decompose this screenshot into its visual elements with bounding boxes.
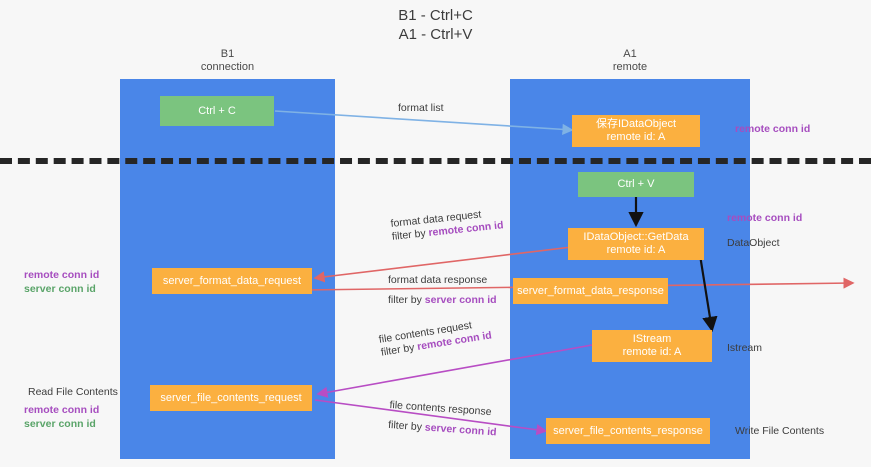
filter-prefix: filter by xyxy=(388,294,425,306)
annotation-left-remote-conn-id-bottom: remote conn id xyxy=(24,404,100,416)
box-ctrl-c[interactable]: Ctrl + C xyxy=(160,96,274,126)
box-ctrl-c-label: Ctrl + C xyxy=(198,104,236,117)
annotation-right-dataobject: DataObject xyxy=(727,237,780,249)
filter-prefix: filter by xyxy=(387,418,426,434)
filter-prefix: filter by xyxy=(391,227,430,243)
column-left-name: B1 xyxy=(220,48,235,60)
box-istream[interactable]: IStream remote id: A xyxy=(592,330,712,362)
annotation-left-conn-ids-bottom: remote conn id server conn id xyxy=(24,403,99,431)
annotation-left-conn-ids-mid: remote conn id server conn id xyxy=(24,268,99,296)
box-server-file-contents-response-label: server_file_contents_response xyxy=(553,424,703,437)
box-getdata-line-2: remote id: A xyxy=(606,244,666,256)
edge-label-file-contents-response-filter: filter by server conn id xyxy=(388,419,497,440)
annotation-left-server-conn-id-bottom: server conn id xyxy=(24,418,96,430)
filter-key-server-conn-id: server conn id xyxy=(424,294,497,306)
annotation-left-remote-conn-id-mid: remote conn id xyxy=(24,269,100,281)
box-save-idataobject-line-1: 保存IDataObject xyxy=(595,118,677,130)
section-divider xyxy=(0,158,871,164)
box-istream-line-2: remote id: A xyxy=(622,346,682,358)
box-server-format-data-response[interactable]: server_format_data_response xyxy=(513,278,668,304)
box-save-idataobject[interactable]: 保存IDataObject remote id: A xyxy=(572,115,700,147)
box-server-file-contents-response[interactable]: server_file_contents_response xyxy=(546,418,710,444)
edge-label-file-contents-response-text: file contents response xyxy=(389,399,492,419)
page-title: B1 - Ctrl+C A1 - Ctrl+V xyxy=(0,6,871,44)
box-server-file-contents-request[interactable]: server_file_contents_request xyxy=(150,385,312,411)
edge-label-format-data-response-text: format data response xyxy=(388,274,488,286)
box-istream-line-1: IStream xyxy=(632,333,672,345)
edge-label-file-contents-response: file contents response filter by server … xyxy=(388,399,499,439)
edge-label-format-data-request: format data request filter by remote con… xyxy=(390,206,504,244)
edge-label-format-list-text: format list xyxy=(398,102,444,114)
box-server-format-data-response-label: server_format_data_response xyxy=(517,284,664,297)
annotation-left-read-file-contents: Read File Contents xyxy=(28,386,118,398)
box-server-format-data-request-label: server_format_data_request xyxy=(162,274,302,287)
column-right-role: remote xyxy=(612,61,648,73)
column-left-role: connection xyxy=(200,61,255,73)
box-ctrl-v-label: Ctrl + V xyxy=(617,178,655,190)
annotation-right-remote-conn-id-top: remote conn id xyxy=(735,123,811,135)
box-server-format-data-request[interactable]: server_format_data_request xyxy=(152,268,312,294)
box-getdata-line-1: IDataObject::GetData xyxy=(583,231,689,243)
box-save-idataobject-line-2: remote id: A xyxy=(606,131,666,143)
annotation-left-server-conn-id-mid: server conn id xyxy=(24,283,96,295)
edge-label-format-list: format list xyxy=(398,102,444,115)
box-server-file-contents-request-label: server_file_contents_request xyxy=(160,391,302,404)
edge-label-format-data-response-filter: filter by server conn id xyxy=(388,294,497,307)
edge-label-file-contents-request: file contents request filter by remote c… xyxy=(378,316,493,359)
filter-key-server-conn-id: server conn id xyxy=(424,421,497,439)
column-right-name: A1 xyxy=(623,48,637,60)
annotation-right-istream: Istream xyxy=(727,342,763,354)
box-idataobject-getdata[interactable]: IDataObject::GetData remote id: A xyxy=(568,228,704,260)
column-header-left: B1 connection xyxy=(120,48,335,74)
box-ctrl-v[interactable]: Ctrl + V xyxy=(578,172,694,197)
annotation-right-write-file-contents: Write File Contents xyxy=(735,425,825,437)
column-header-right: A1 remote xyxy=(510,48,750,74)
edge-label-format-data-response: format data response filter by server co… xyxy=(388,274,497,307)
title-line-1: B1 - Ctrl+C xyxy=(398,7,473,24)
title-line-2: A1 - Ctrl+V xyxy=(398,26,473,43)
annotation-right-remote-conn-id-mid: remote conn id xyxy=(727,212,803,224)
